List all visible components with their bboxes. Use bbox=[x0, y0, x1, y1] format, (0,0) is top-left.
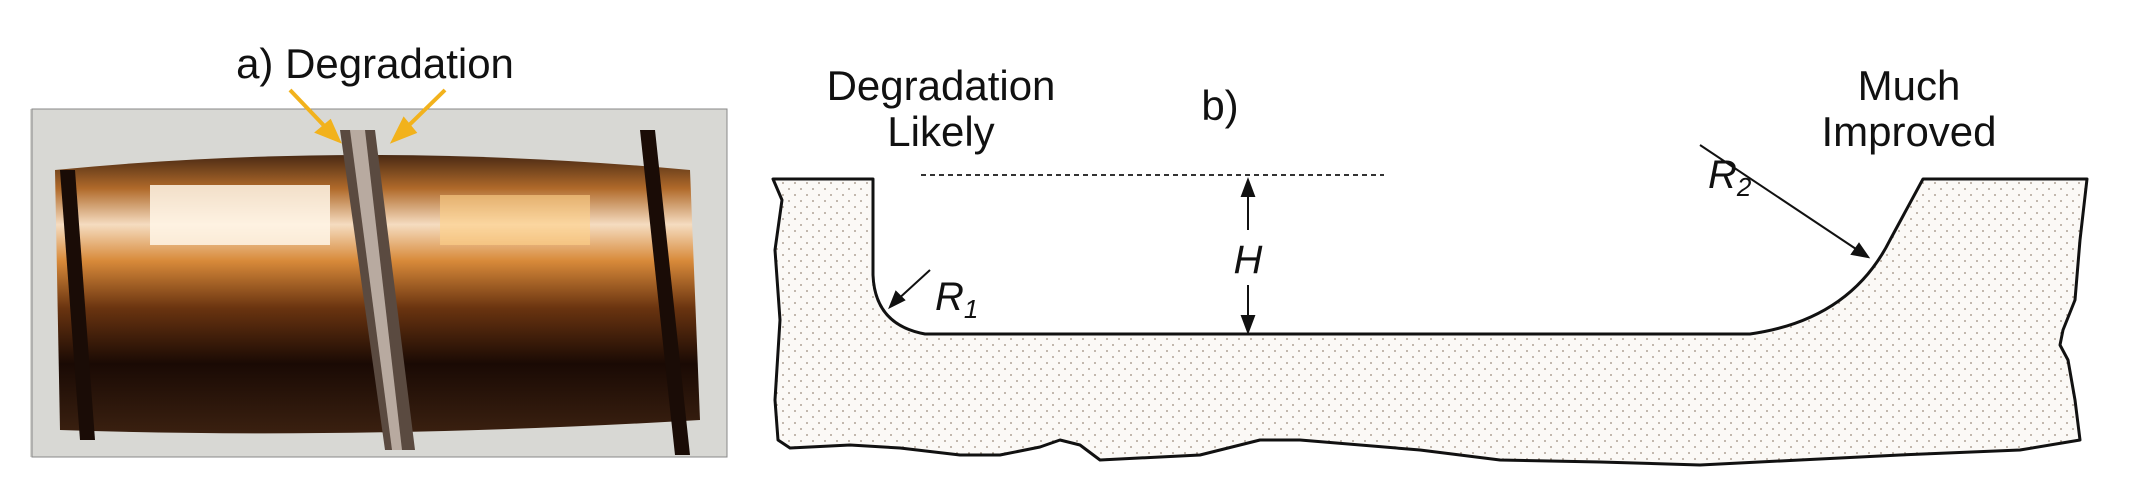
degradation-likely-line2: Likely bbox=[887, 108, 994, 155]
degradation-likely-line1: Degradation bbox=[827, 62, 1056, 109]
r1-label: R1 bbox=[935, 275, 978, 324]
screw-photo bbox=[30, 108, 728, 458]
panel-b-label: b) bbox=[1201, 82, 1238, 129]
screw-channel-cross-section bbox=[771, 177, 2089, 467]
r2-arrow-icon bbox=[1699, 144, 1871, 259]
panel-a-label: a) Degradation bbox=[236, 40, 514, 87]
much-improved-line1: Much bbox=[1858, 62, 1961, 109]
degradation-arrows-icon bbox=[288, 88, 447, 144]
r1-arrow-icon bbox=[888, 269, 931, 310]
much-improved-line2: Improved bbox=[1821, 108, 1996, 155]
height-arrow-icon bbox=[1240, 177, 1256, 335]
r2-label: R2 bbox=[1708, 153, 1752, 202]
height-label: H bbox=[1234, 238, 1263, 282]
